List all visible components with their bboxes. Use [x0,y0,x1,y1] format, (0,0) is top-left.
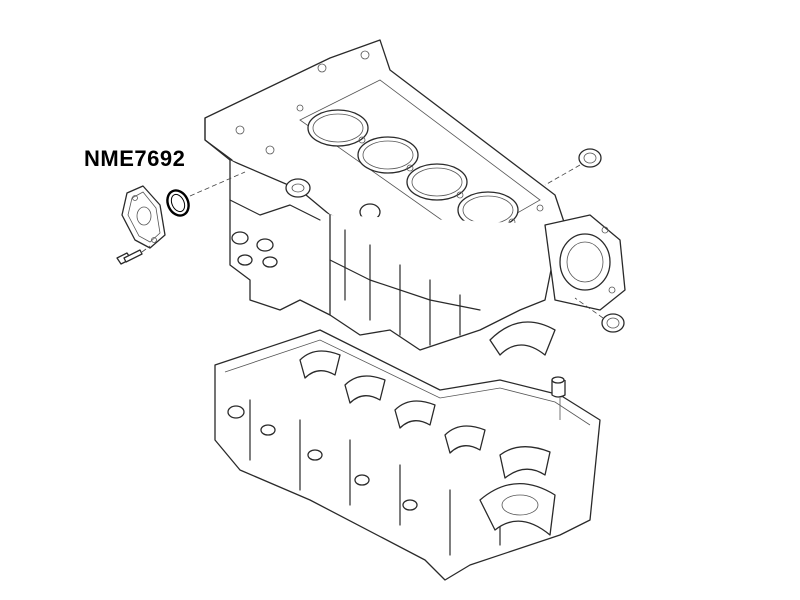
core-plug-upper [544,148,602,186]
crankcase-bosses [227,405,418,511]
cylinder-bores [307,109,519,229]
o-ring-leader-line [189,171,246,197]
dowel-pin [551,376,566,420]
part-number-label: NME7692 [84,146,186,171]
crankcase-lower [214,329,601,581]
core-plug-lower [574,297,625,333]
cover-plate [121,185,166,249]
o-ring-seal [166,189,190,217]
deck-bolt-holes [235,50,544,226]
bearing-saddles [299,350,551,479]
mounting-bolt [116,245,151,265]
cylinder-block-upper [204,39,626,356]
